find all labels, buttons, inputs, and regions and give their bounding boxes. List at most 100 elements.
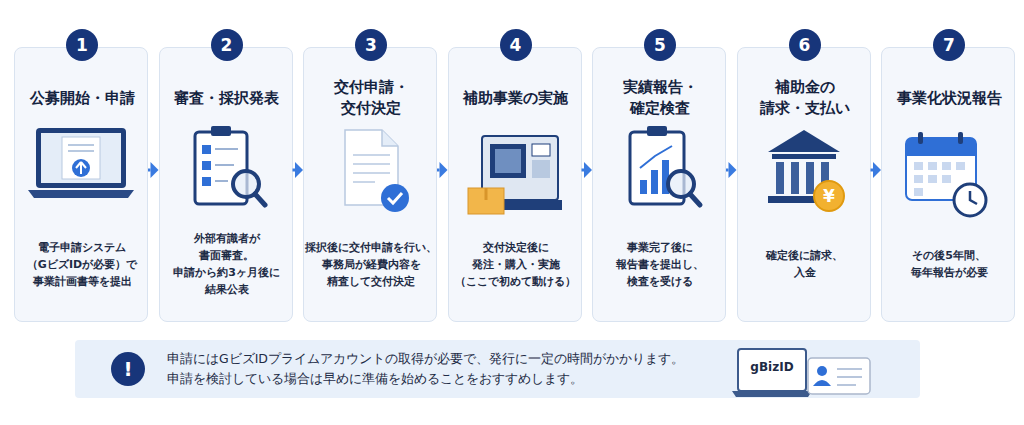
text-line: 補助金の <box>775 77 835 98</box>
text-line: ! <box>123 357 132 381</box>
step-number-circle: 1 <box>66 29 98 61</box>
step-card: 公募開始・申請電子申請システム （GビズIDが必要）で 事業計画書等を提出1 <box>14 47 148 322</box>
step-card: 審査・採択発表外部有識者が 書面審査。 申請から約3ヶ月後に 結果公表2 <box>159 47 293 322</box>
text-line: 2 <box>221 35 233 55</box>
text-line: 毎年報告が必要 <box>911 264 988 281</box>
arrow-head <box>151 162 159 178</box>
flow-arrow <box>871 162 882 178</box>
step-number-circle: 4 <box>500 29 532 61</box>
flow-arrow <box>293 162 304 178</box>
arrow-head <box>729 162 737 178</box>
arrow-line <box>293 169 296 172</box>
bank-icon <box>768 130 844 211</box>
arrow-line <box>582 169 585 172</box>
step-number-circle: 7 <box>933 29 965 61</box>
note-box: 申請にはGビズIDプライムアカウントの取得が必要で、発行に一定の時間がかかります… <box>75 340 920 398</box>
machine-icon <box>468 136 562 214</box>
text-line: 4 <box>510 35 522 55</box>
text-line: 申請から約3ヶ月後に <box>173 264 280 281</box>
step-number-circle: 3 <box>355 29 387 61</box>
note-text: 申請にはGビズIDプライムアカウントの取得が必要で、発行に一定の時間がかかります… <box>167 348 747 390</box>
text-line: 補助事業の実施 <box>463 88 568 109</box>
step-title: 実績報告・ 確定検査 <box>595 68 725 128</box>
document-check-icon <box>345 130 409 212</box>
text-line: 事務局が経費内容を <box>322 256 421 273</box>
alert-mark: ! <box>111 352 145 386</box>
step-number: 1 <box>66 29 98 61</box>
flow-arrow <box>582 162 593 178</box>
flow-arrow <box>148 162 159 178</box>
arrow-line <box>871 169 874 172</box>
text-line: 入金 <box>794 264 816 281</box>
text-line: 7 <box>943 35 955 55</box>
alert-circle: ! <box>111 352 145 386</box>
arrow-head <box>584 162 592 178</box>
text-line: 採択後に交付申請を行い、 <box>305 239 437 256</box>
step-description: 交付決定後に 発注・購入・実施 （ここで初めて動ける） <box>451 228 581 300</box>
text-line: 事業化状況報告 <box>897 88 1002 109</box>
text-line: 6 <box>799 35 811 55</box>
step-card: 実績報告・ 確定検査事業完了後に 報告書を提出し、 検査を受ける5 <box>592 47 726 322</box>
text-line: 申請を検討している場合は早めに準備を始めることをおすすめします。 <box>167 369 583 389</box>
text-line: 書面審査。 <box>199 247 254 264</box>
flow-arrow <box>437 162 448 178</box>
step-card: 事業化状況報告その後5年間、 毎年報告が必要7 <box>881 47 1015 322</box>
arrow-head <box>440 162 448 178</box>
text-line: 事業計画書等を提出 <box>33 273 132 290</box>
arrow-line <box>148 169 151 172</box>
arrow-head <box>295 162 303 178</box>
gbizid-icon <box>732 349 870 397</box>
step-title: 公募開始・申請 <box>17 68 147 128</box>
arrow-head <box>873 162 881 178</box>
text-line: （ここで初めて動ける） <box>455 273 576 290</box>
checklist-icon <box>195 126 265 205</box>
text-line: 公募開始・申請 <box>30 88 135 109</box>
step-description: 事業完了後に 報告書を提出し、 検査を受ける <box>595 228 725 300</box>
laptop-upload-icon <box>28 128 134 198</box>
step-card: 補助事業の実施交付決定後に 発注・購入・実施 （ここで初めて動ける）4 <box>448 47 582 322</box>
step-title: 事業化状況報告 <box>884 68 1014 128</box>
text-line: 外部有識者が <box>194 230 260 247</box>
step-number: 4 <box>500 29 532 61</box>
step-number-circle: 2 <box>211 29 243 61</box>
step-number-circle: 6 <box>789 29 821 61</box>
text-line: 発注・購入・実施 <box>472 256 560 273</box>
report-chart-icon <box>630 126 700 205</box>
text-line: 交付決定 <box>341 98 401 119</box>
step-title: 補助金の 請求・支払い <box>740 68 870 128</box>
text-line: 電子申請システム <box>38 239 126 256</box>
text-line: 請求・支払い <box>760 98 850 119</box>
calendar-clock-icon <box>906 132 986 216</box>
text-line: 結果公表 <box>205 281 249 298</box>
text-line: その後5年間、 <box>912 247 986 264</box>
step-number: 2 <box>211 29 243 61</box>
step-number: 3 <box>355 29 387 61</box>
text-line: 5 <box>654 35 666 55</box>
step-description: 外部有識者が 書面審査。 申請から約3ヶ月後に 結果公表 <box>162 228 292 300</box>
text-line: 交付申請・ <box>334 77 409 98</box>
step-card: 補助金の 請求・支払い確定後に請求、 入金6 <box>737 47 871 322</box>
step-description: その後5年間、 毎年報告が必要 <box>884 228 1014 300</box>
step-title: 交付申請・ 交付決定 <box>306 68 436 128</box>
step-title: 審査・採択発表 <box>162 68 292 128</box>
text-line: 3 <box>365 35 377 55</box>
step-description: 採択後に交付申請を行い、 事務局が経費内容を 精査して交付決定 <box>306 228 436 300</box>
text-line: 交付決定後に <box>483 239 549 256</box>
arrow-line <box>726 169 729 172</box>
step-number: 7 <box>933 29 965 61</box>
text-line: 確定後に請求、 <box>766 247 843 264</box>
text-line: 事業完了後に <box>627 239 693 256</box>
step-number: 5 <box>644 29 676 61</box>
step-number-circle: 5 <box>644 29 676 61</box>
text-line: 検査を受ける <box>627 273 693 290</box>
text-line: 審査・採択発表 <box>174 88 279 109</box>
text-line: 確定検査 <box>630 98 690 119</box>
flow-arrow <box>726 162 737 178</box>
step-title: 補助事業の実施 <box>451 68 581 128</box>
step-description: 確定後に請求、 入金 <box>740 228 870 300</box>
text-line: 1 <box>76 35 88 55</box>
text-line: （GビズIDが必要）で <box>27 256 137 273</box>
arrow-line <box>437 169 440 172</box>
